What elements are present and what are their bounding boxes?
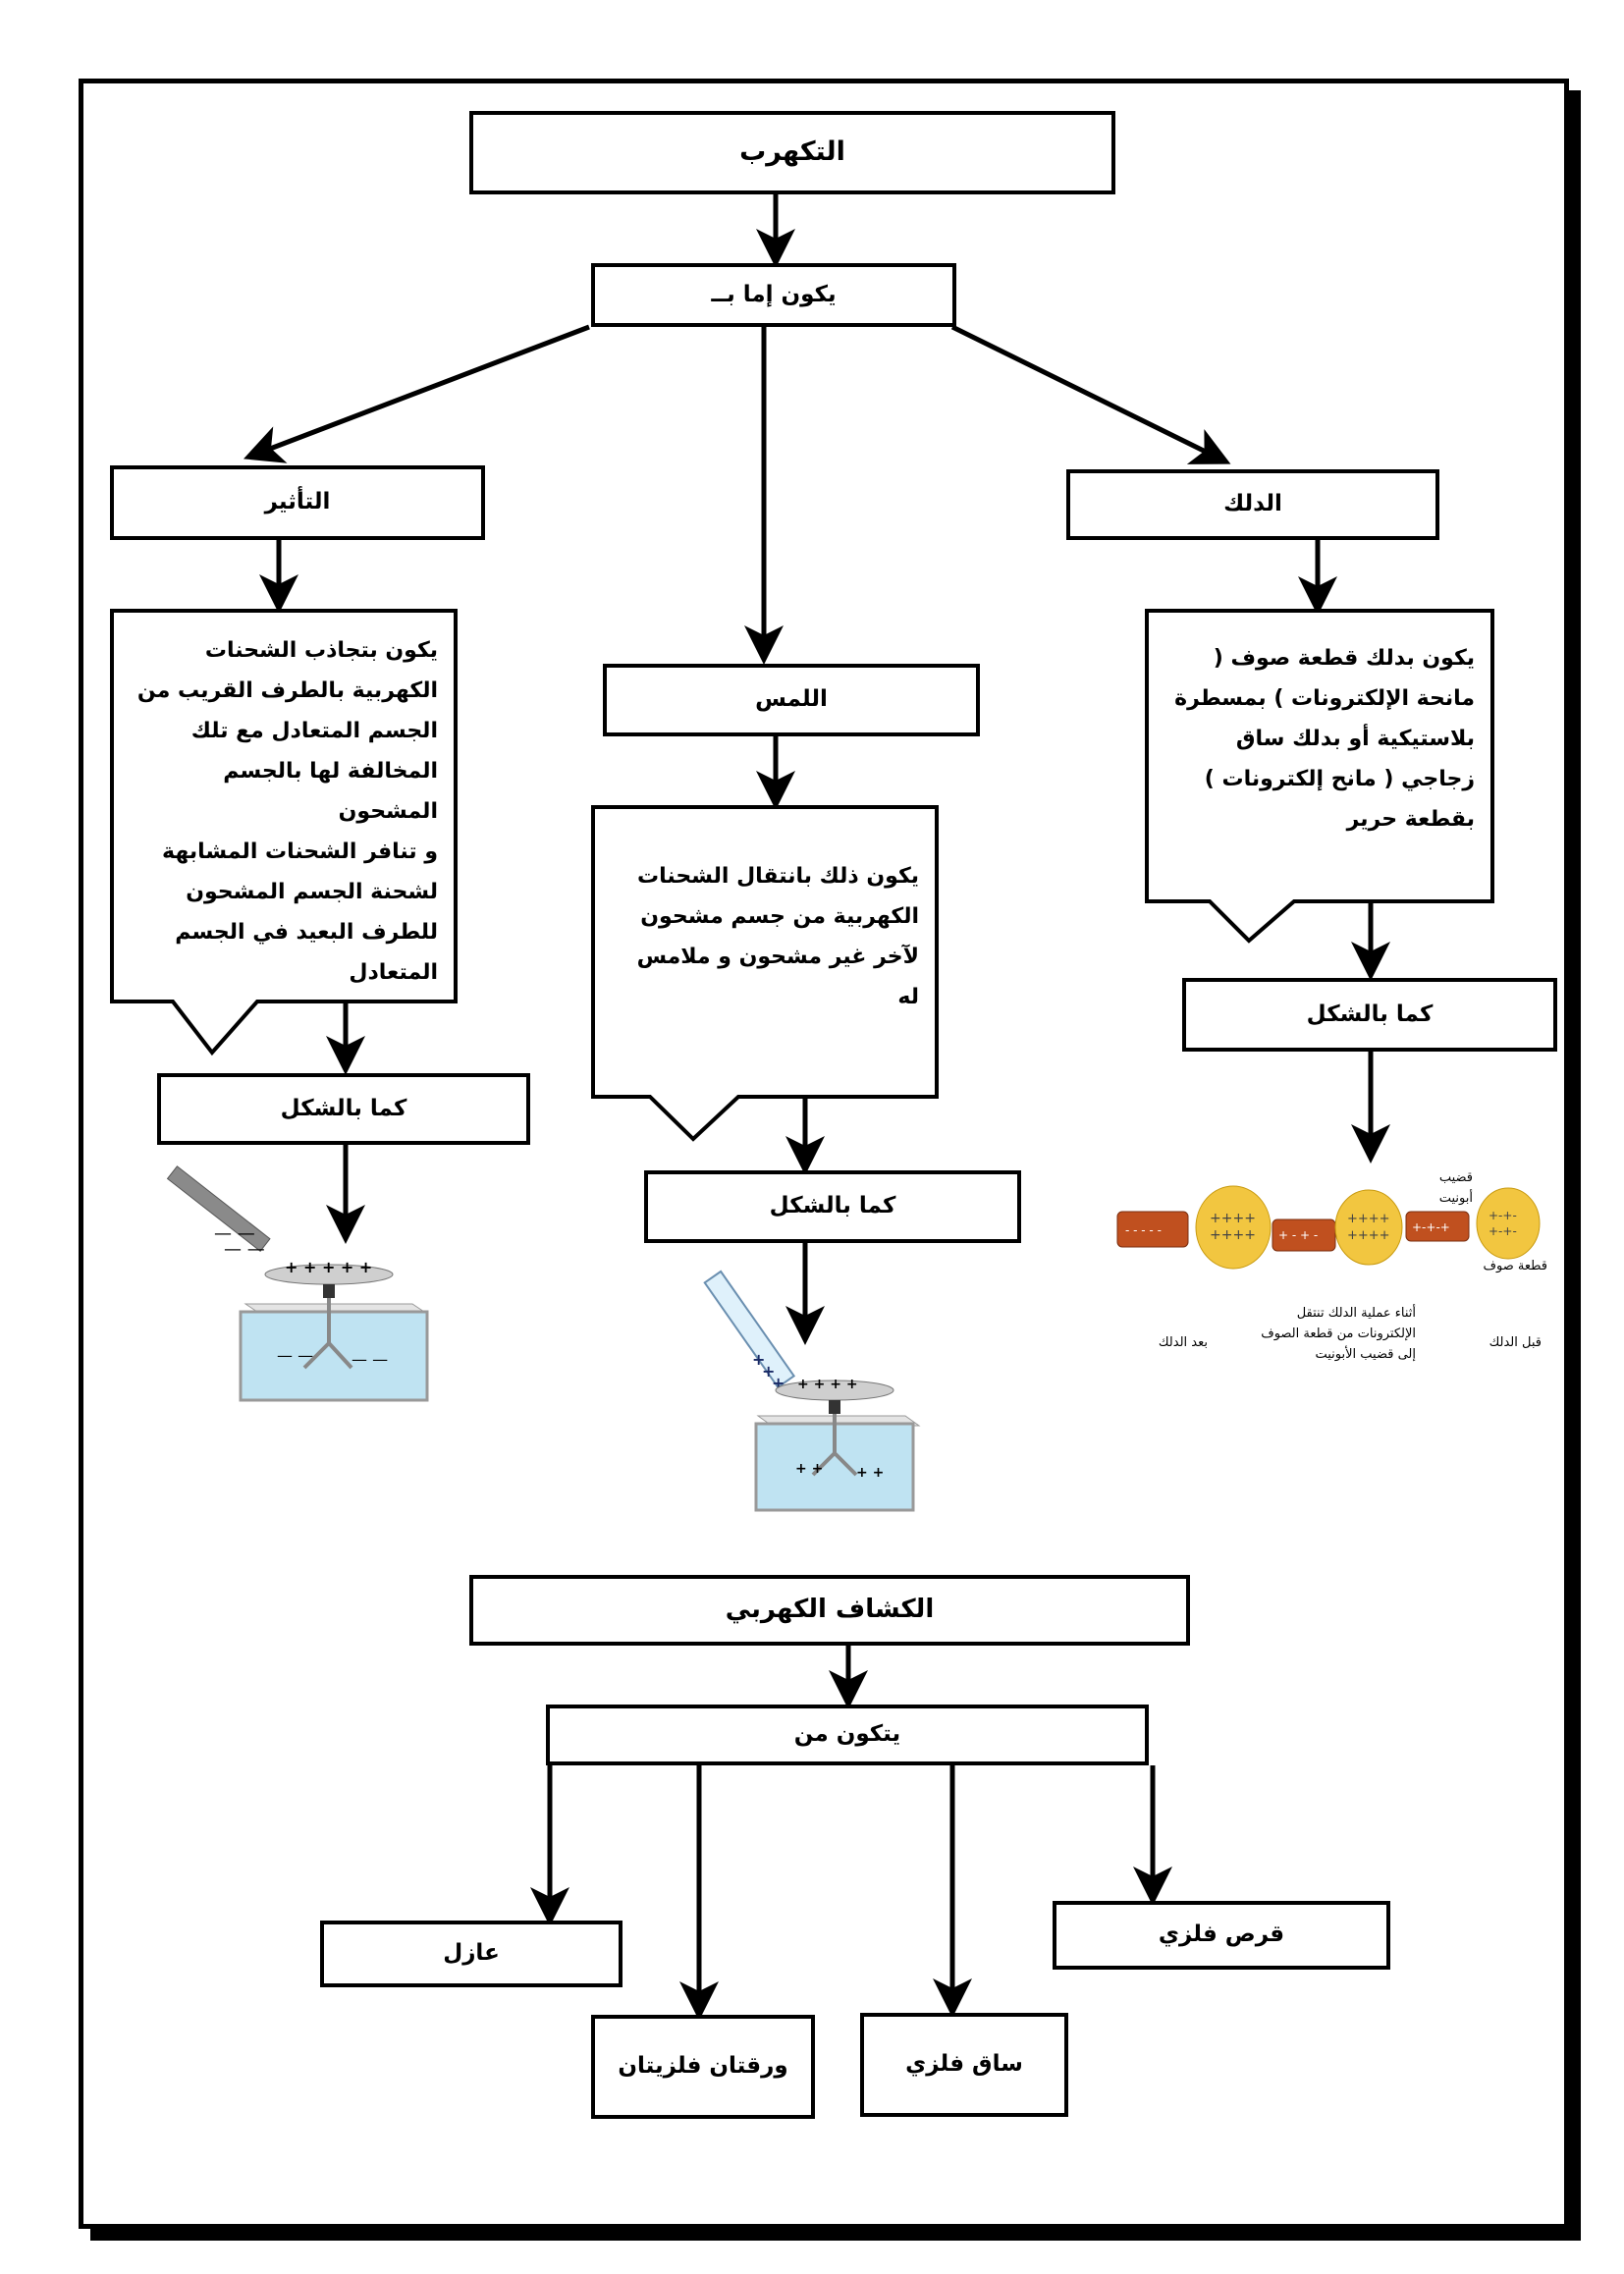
friction-illustration: - - - - - ++++ ++++ + - + - ++++ ++++ +-…	[1116, 1185, 1541, 1270]
electroscope-title-box: الكشاف الكهربي	[469, 1575, 1190, 1646]
diagram-title: التكهرب	[739, 136, 845, 168]
svg-text:+: +	[762, 1362, 775, 1381]
induction-box: التأثير	[110, 465, 485, 540]
friction-description: يكون بدلك قطعة صوف ( مانحة الإلكترونات )…	[1174, 646, 1475, 832]
friction-figure-label: كما بالشكل	[1306, 1001, 1434, 1027]
svg-text:— —: — —	[214, 1223, 255, 1244]
svg-text:+ +: + +	[856, 1465, 884, 1481]
induction-figure-label: كما بالشكل	[280, 1095, 407, 1121]
caption-rod: قضيب أبونيت	[1438, 1170, 1473, 1206]
part-insulator-box: عازل	[320, 1921, 623, 1987]
charged-rod	[166, 1165, 271, 1252]
part-leaves: ورقتان فلزيتان	[618, 2053, 788, 2080]
contact-label: اللمس	[755, 686, 828, 713]
glass-jar	[239, 1310, 429, 1402]
before-rubbing-figure: +-+-+ +-+- +-+-	[1405, 1187, 1541, 1260]
arrow-intro-to-induction	[243, 324, 590, 463]
caption-after: بعد الدلك	[1158, 1335, 1208, 1350]
contact-box: اللمس	[603, 664, 980, 736]
svg-text:+-+-: +-+-	[1489, 1224, 1517, 1238]
induction-callout-shape	[110, 609, 458, 1056]
part-rod-box: ساق فلزي	[860, 2013, 1068, 2117]
svg-text:— —: — —	[224, 1239, 265, 1260]
svg-text:+ + + +: + + + +	[797, 1377, 858, 1392]
caption-during: أثناء عملية الدلك تنتقل الإلكترونات من ق…	[1261, 1306, 1416, 1362]
after-rubbing-figure: - - - - - ++++ ++++	[1116, 1185, 1272, 1270]
svg-text:++++: ++++	[1210, 1227, 1256, 1243]
svg-text:++++: ++++	[1347, 1212, 1390, 1226]
caption-before: قبل الدلك	[1489, 1335, 1542, 1350]
svg-text:+ + + + +: + + + + +	[285, 1258, 372, 1276]
during-rubbing-figure: + - + - ++++ ++++	[1272, 1189, 1403, 1266]
induction-illustration: — — — — + + + + + — — — —	[166, 1165, 429, 1402]
contact-figure-label: كما بالشكل	[769, 1193, 896, 1219]
part-rod: ساق فلزي	[905, 2051, 1023, 2078]
contact-callout-shape	[591, 805, 939, 1142]
svg-text:++++: ++++	[1347, 1228, 1390, 1243]
svg-text:- - - - -: - - - - -	[1125, 1223, 1162, 1237]
svg-text:+-+-: +-+-	[1489, 1209, 1517, 1222]
part-insulator: عازل	[443, 1940, 500, 1967]
methods-intro-text: يكون إما بــ	[711, 281, 837, 307]
electroscope-title: الكشاف الكهربي	[725, 1595, 935, 1625]
title-box: التكهرب	[469, 111, 1115, 194]
contact-description: يكون ذلك بانتقال الشحنات الكهربية من جسم…	[636, 864, 919, 1009]
svg-text:— —: — —	[277, 1346, 313, 1365]
contact-illustration: + + + + + + + + + + +	[703, 1270, 921, 1512]
svg-text:+-+-+: +-+-+	[1412, 1220, 1450, 1234]
friction-figure-label-box: كما بالشكل	[1182, 978, 1557, 1052]
induction-figure-label-box: كما بالشكل	[157, 1073, 530, 1145]
contact-figure-label-box: كما بالشكل	[644, 1170, 1021, 1243]
svg-text:++++: ++++	[1210, 1211, 1256, 1226]
methods-intro-box: يكون إما بــ	[591, 263, 956, 327]
charged-glass-rod	[703, 1270, 796, 1389]
consists-of-text: يتكون من	[793, 1721, 901, 1748]
svg-text:+: +	[752, 1350, 765, 1369]
consists-of-box: يتكون من	[546, 1705, 1149, 1765]
svg-text:+ +: + +	[795, 1461, 823, 1477]
friction-callout-shape	[1145, 609, 1494, 944]
svg-text:+ - + -: + - + -	[1278, 1228, 1318, 1242]
induction-label: التأثير	[264, 489, 331, 515]
part-disc-box: قرص فلزي	[1053, 1901, 1390, 1970]
friction-label: الدلك	[1223, 491, 1282, 517]
svg-text:— —: — —	[352, 1350, 388, 1369]
friction-box: الدلك	[1066, 469, 1439, 540]
arrow-intro-to-friction	[950, 324, 1231, 464]
part-leaves-box: ورقتان فلزيتان	[591, 2015, 815, 2119]
induction-description: يكون بتجاذب الشحنات الكهربية بالطرف القر…	[136, 638, 438, 985]
part-disc: قرص فلزي	[1158, 1922, 1285, 1948]
caption-wool: قطعة صوف	[1483, 1259, 1547, 1273]
